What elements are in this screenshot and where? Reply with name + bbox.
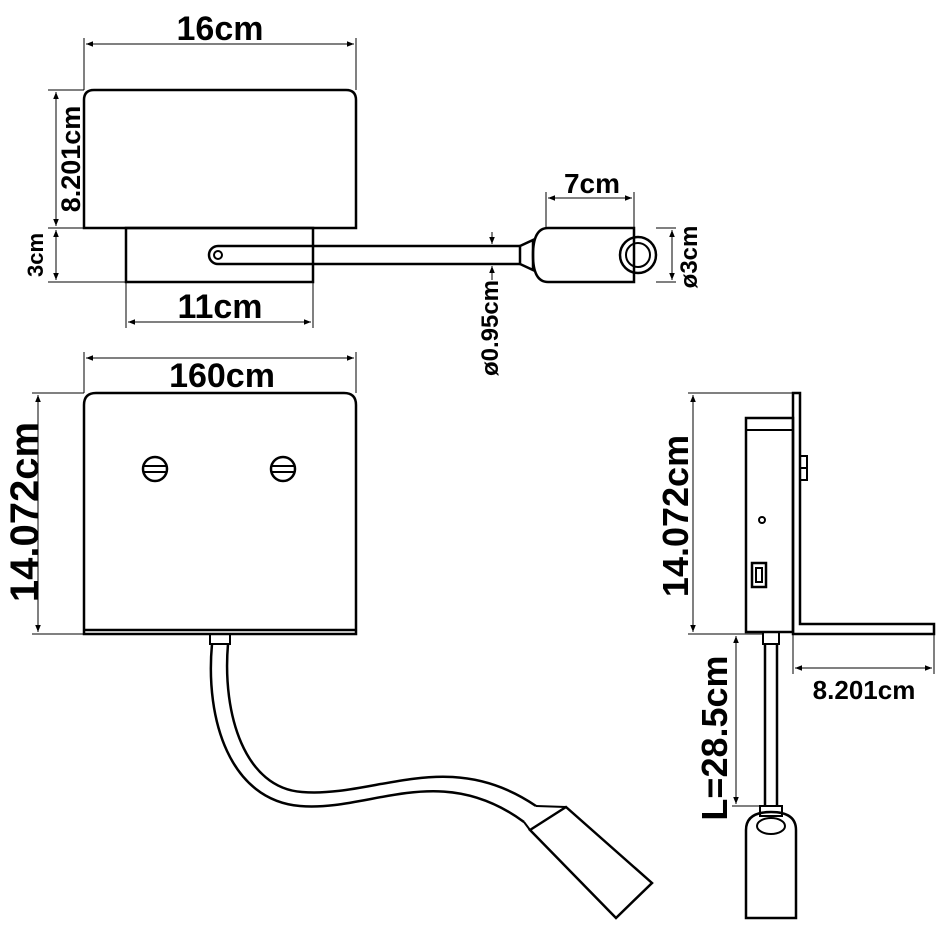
front-screw-right	[269, 455, 297, 483]
side-view-body	[744, 416, 795, 634]
dim-front-width: 160cm	[169, 357, 275, 395]
side-view: 14.072cm L=28.5cm 8.201cm	[655, 391, 936, 920]
front-screw-left	[141, 455, 169, 483]
dim-top-width: 16cm	[177, 10, 264, 48]
lamp-head-top	[531, 226, 636, 284]
dim-arm-diameter: ø0.95cm	[477, 280, 504, 376]
front-view-plate	[82, 391, 358, 636]
front-view: 160cm 14.072cm	[3, 352, 654, 920]
dim-base-height: 3cm	[23, 233, 48, 277]
side-view-usb-port	[750, 561, 768, 589]
side-view-wall-plate	[791, 391, 936, 636]
lamp-lens-inner	[625, 242, 651, 268]
lamp-lens-outer	[618, 235, 658, 275]
top-view-base-block	[124, 226, 315, 284]
front-lamp-head	[528, 805, 654, 920]
side-lamp-head	[744, 810, 798, 920]
dim-front-height: 14.072cm	[3, 422, 47, 602]
dim-head-length: 7cm	[564, 168, 620, 199]
dim-side-depth: 8.201cm	[813, 675, 916, 705]
top-view: 16cm 8.201cm 3cm 11cm 7cm ø3cm ø0.95cm	[23, 10, 703, 376]
dim-head-diameter: ø3cm	[676, 226, 703, 289]
top-view-upper-box	[82, 88, 358, 230]
dim-arm-length: L=28.5cm	[694, 655, 735, 820]
front-gooseneck-arm	[209, 643, 525, 824]
dim-side-height: 14.072cm	[655, 435, 696, 597]
dim-top-height: 8.201cm	[56, 106, 86, 213]
side-view-indicator	[758, 516, 766, 524]
dim-base-width: 11cm	[177, 288, 262, 326]
arm-pivot	[213, 250, 223, 260]
